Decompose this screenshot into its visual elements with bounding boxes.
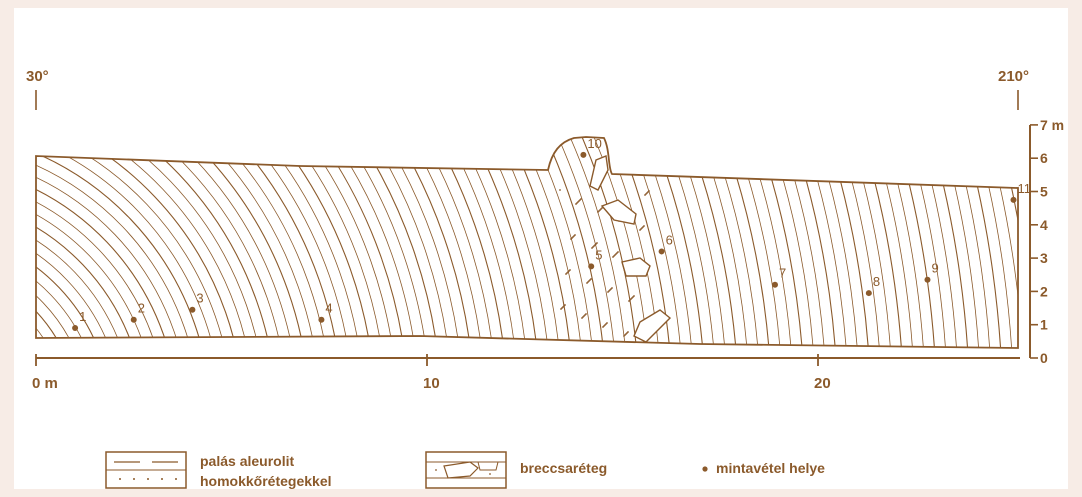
sample-label: 7 [779, 266, 786, 281]
y-tick-label: 0 [1040, 350, 1048, 366]
breccia-stipple [591, 247, 593, 249]
legend-breccia-label: breccsaréteg [520, 460, 607, 476]
x-tick-label: 0 m [32, 375, 58, 392]
bedding-line [0, 338, 2, 424]
sample-label: 5 [595, 247, 602, 262]
y-tick-label: 6 [1040, 150, 1048, 166]
sample-label: 6 [666, 232, 673, 247]
breccia-stipple [565, 273, 567, 275]
y-tick-label: 7 m [1040, 117, 1064, 133]
breccia-stipple [628, 300, 630, 302]
legend-sample: mintavétel helye [702, 460, 825, 476]
legend-sample-label: mintavétel helye [716, 460, 825, 476]
sample-label: 4 [325, 301, 332, 316]
breccia-stipple [602, 326, 604, 328]
breccia-stipple [586, 282, 588, 284]
x-tick-label: 20 [814, 375, 831, 392]
sample-label: 9 [931, 261, 938, 276]
breccia-stipple [581, 317, 583, 319]
sample-label: 10 [587, 136, 601, 151]
breccia-stipple [570, 238, 572, 240]
sample-point [72, 325, 78, 331]
sample-point [318, 317, 324, 323]
sample-point [580, 152, 586, 158]
y-tick-label: 3 [1040, 250, 1048, 266]
sample-label: 1 [79, 309, 86, 324]
x-tick-label: 10 [423, 375, 440, 392]
legend-shale-label-line2: homokkőrétegekkel [200, 473, 332, 489]
start-bearing-label: 30° [26, 68, 49, 85]
breccia-stipple [559, 189, 561, 191]
sample-label: 11 [1018, 181, 1032, 196]
sample-point [866, 290, 872, 296]
breccia-stipple [612, 256, 614, 258]
breccia-stipple [607, 291, 609, 293]
y-tick-label: 4 [1040, 217, 1048, 233]
sample-label: 8 [873, 274, 880, 289]
breccia-stipple [575, 203, 577, 205]
sample-point [772, 282, 778, 288]
sample-point [131, 317, 137, 323]
y-tick-label: 1 [1040, 317, 1048, 333]
breccia-stipple [560, 308, 562, 310]
y-tick-label: 5 [1040, 184, 1048, 200]
breccia-stipple [644, 194, 646, 196]
bedding-line [0, 327, 13, 425]
y-tick-label: 2 [1040, 283, 1048, 299]
sample-point [1011, 197, 1017, 203]
paper-panel [14, 8, 1068, 489]
legend-shale-label-line1: palás aleurolit [200, 453, 294, 469]
end-bearing-label: 210° [998, 68, 1029, 85]
sample-label: 2 [138, 301, 145, 316]
sample-label: 3 [196, 291, 203, 306]
legend-sample-dot [702, 466, 707, 471]
breccia-stipple [639, 229, 641, 231]
sample-point [924, 277, 930, 283]
breccia-stipple [597, 211, 599, 213]
sample-point [659, 248, 665, 254]
legend-breccia-fragment [478, 462, 498, 470]
sample-point [588, 263, 594, 269]
sample-point [189, 307, 195, 313]
breccia-stipple [623, 335, 625, 337]
